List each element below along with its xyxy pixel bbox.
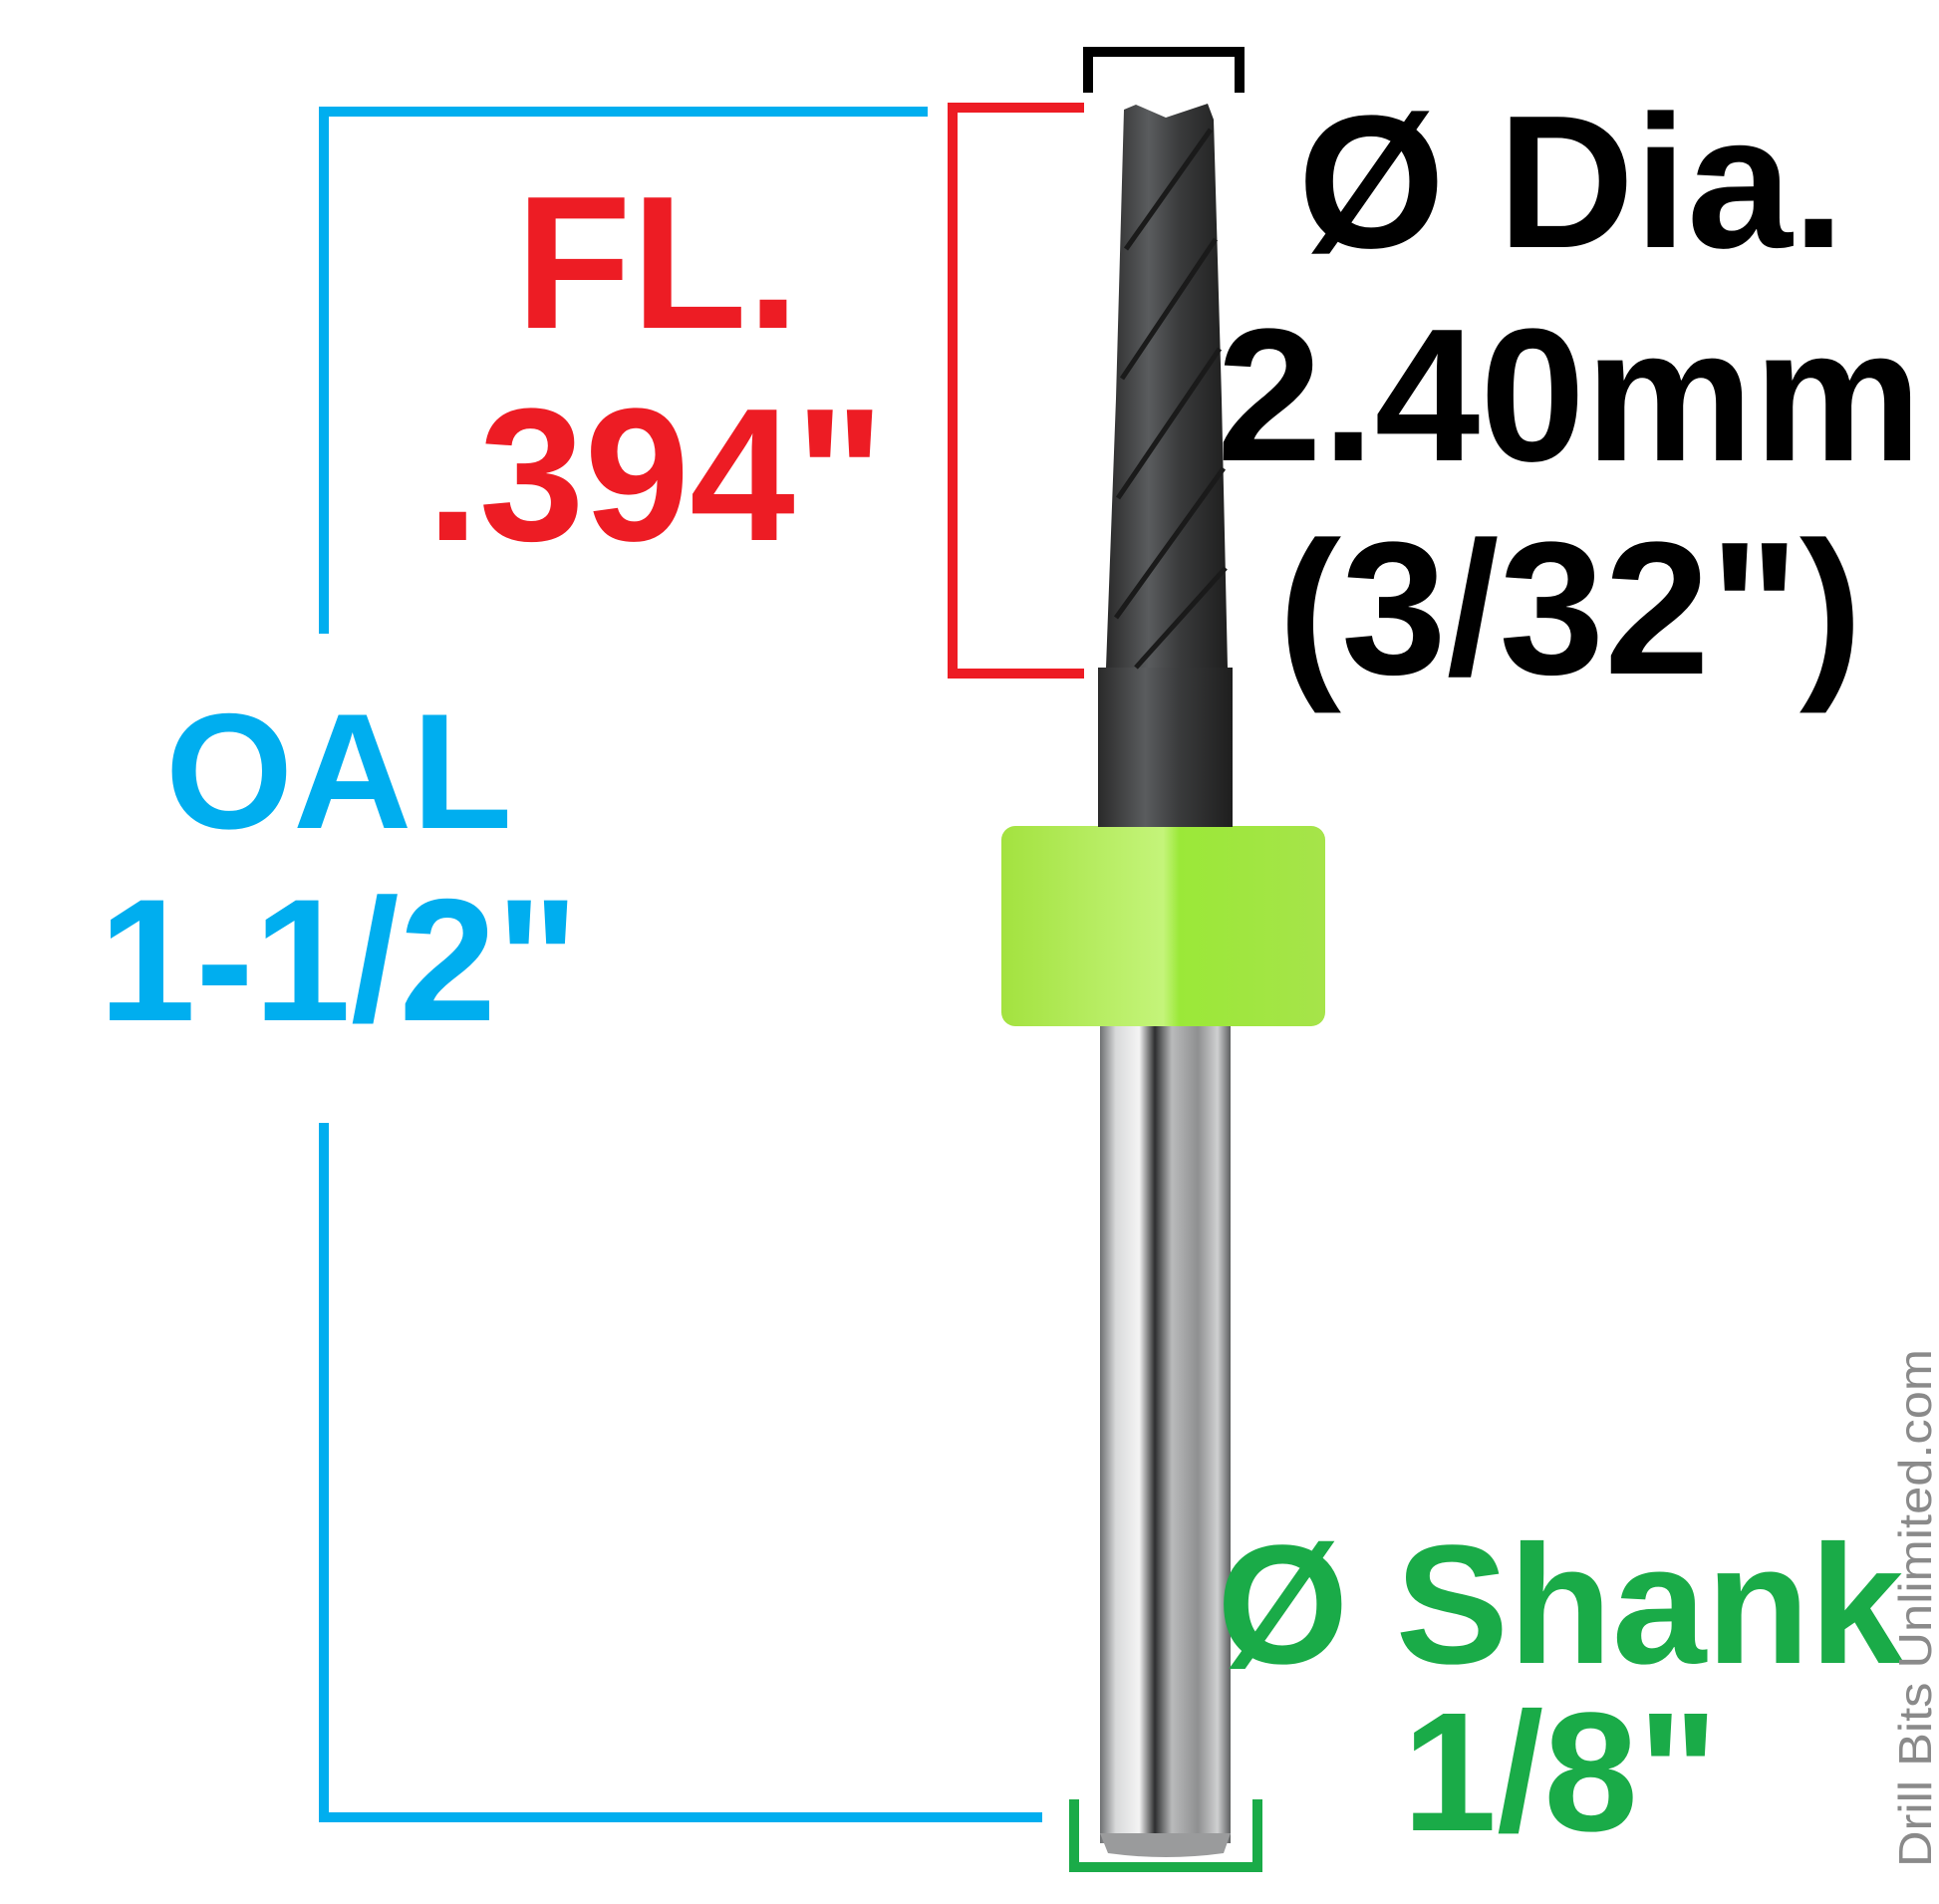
shank [1100, 1026, 1231, 1843]
shank-bracket [1069, 1799, 1262, 1872]
flute-length-title: FL. [516, 157, 800, 369]
flute-length-value: .394" [426, 370, 885, 581]
shank-title: Ø Shank [1217, 1510, 1904, 1700]
neck [1098, 668, 1233, 827]
diameter-bracket [1083, 47, 1245, 93]
diameter-imperial: (3/32") [1278, 503, 1862, 714]
oal-bracket-bottom [319, 1123, 1042, 1822]
shank-value: 1/8" [1403, 1678, 1719, 1867]
flute-length-bracket [948, 103, 1084, 679]
oal-value: 1-1/2" [99, 864, 579, 1058]
flute-helix-lines [1113, 128, 1228, 670]
end-mill-image [1001, 104, 1325, 1857]
fluted-cutting-section [1106, 104, 1228, 668]
collar [1001, 826, 1325, 1026]
watermark: Drill Bits Unlimited.com [1889, 1349, 1939, 1867]
diameter-metric: 2.40mm [1217, 290, 1922, 501]
diameter-title: Ø Dia. [1297, 77, 1844, 288]
oal-bracket-top [319, 107, 928, 634]
oal-title: OAL [165, 680, 512, 863]
shank-tip [1100, 1833, 1231, 1857]
